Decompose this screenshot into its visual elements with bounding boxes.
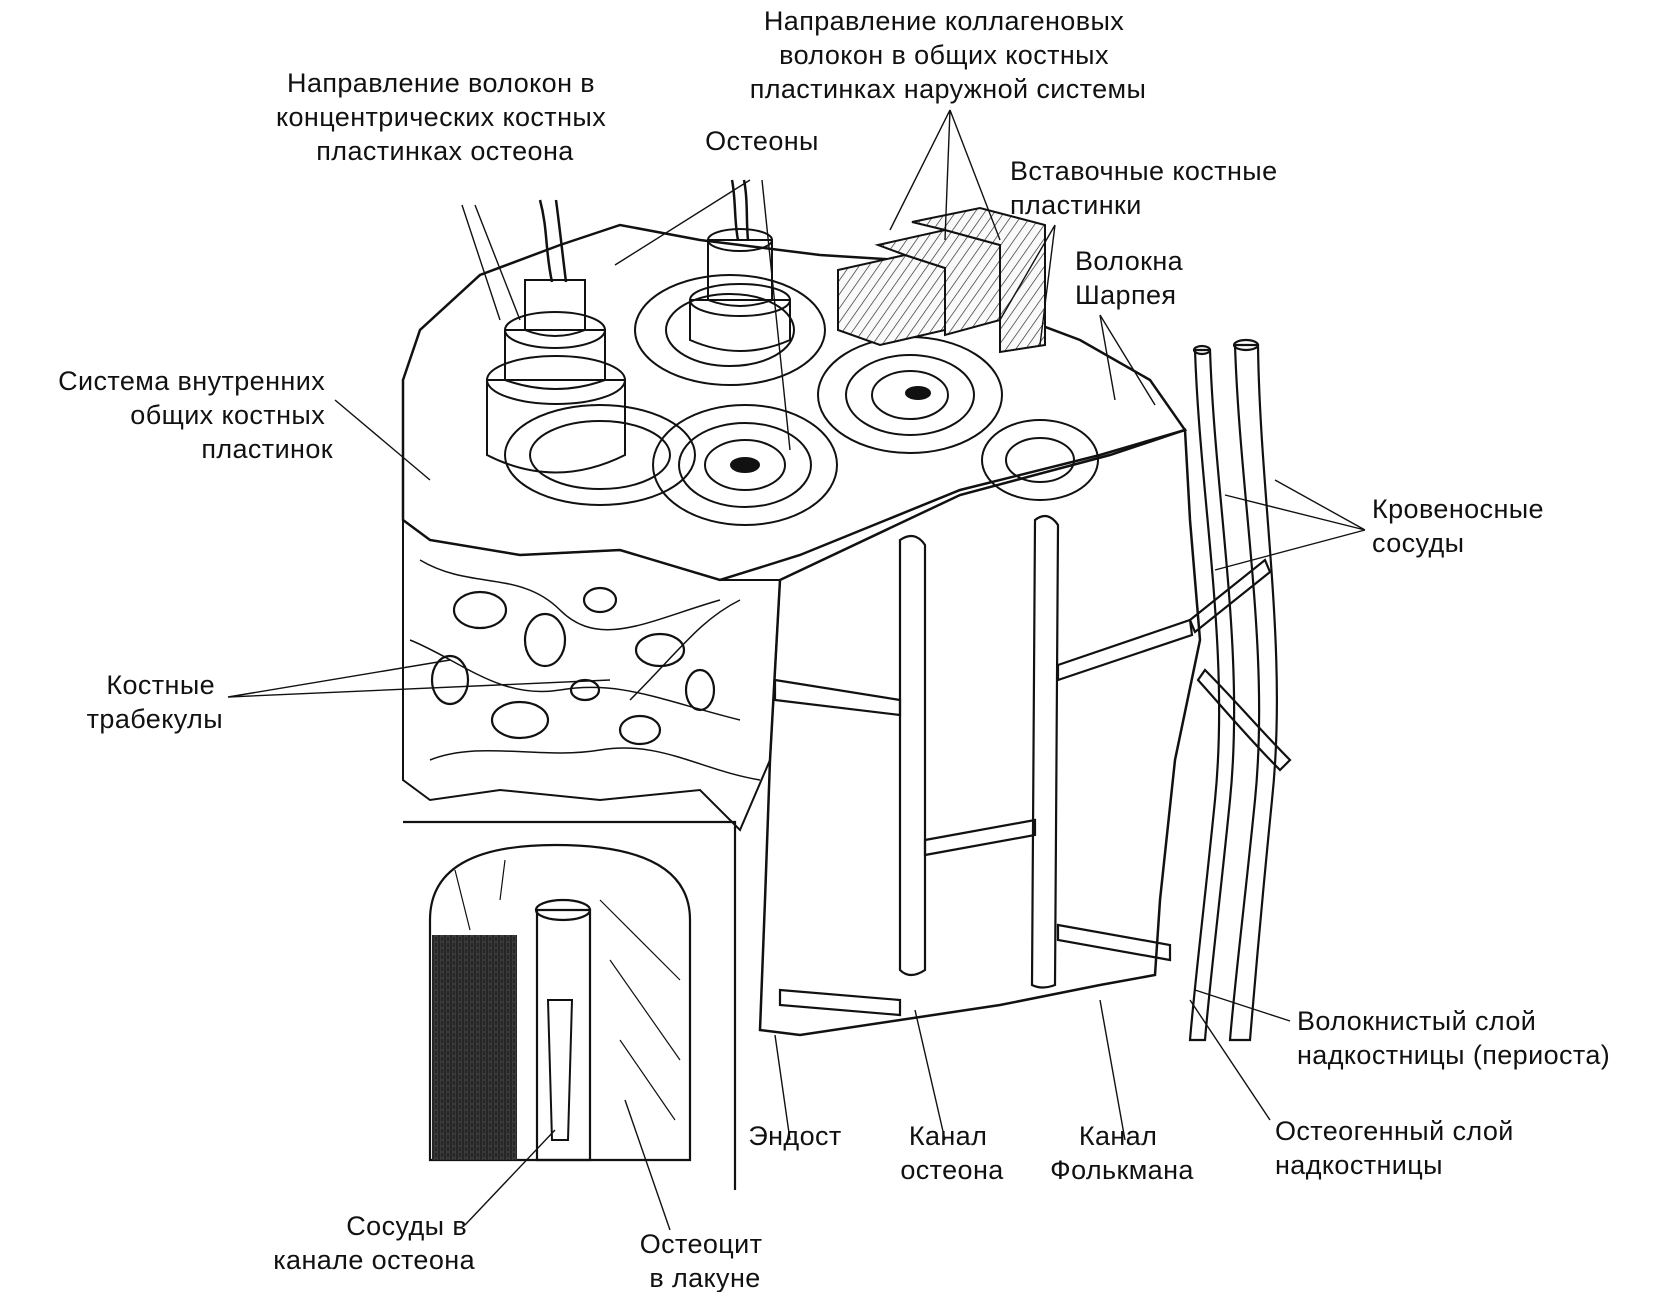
label-inner-system: Система внутренних общих костных пластин…	[58, 366, 333, 464]
spongy-bone-area	[403, 520, 780, 830]
periosteum-vessels	[1190, 340, 1290, 1040]
label-fibers-osteon: Направление волокон в концентрических ко…	[276, 68, 614, 166]
label-blood-vessels: Кровеносные сосуды	[1372, 494, 1552, 558]
osteon-cylinder-right	[690, 180, 790, 351]
label-osteon-canal: Канал остеона	[900, 1121, 1004, 1185]
osteon-cylinder-left	[487, 200, 625, 473]
label-osteogenic-layer: Остеогенный слой надкостницы	[1275, 1116, 1522, 1180]
label-collagen-outer: Направление коллагеновых волокон в общих…	[750, 6, 1147, 104]
bone-top-surface	[403, 225, 1185, 580]
bone-block	[403, 225, 1200, 1190]
labels: Направление коллагеновых волокон в общих…	[58, 6, 1610, 1292]
label-trabeculae: Костные трабекулы	[87, 670, 223, 734]
label-osteocyte: Остеоцит в лакуне	[640, 1229, 771, 1292]
label-osteons: Остеоны	[705, 126, 819, 156]
label-endosteum: Эндост	[748, 1121, 841, 1151]
trabecular-strands	[410, 560, 760, 780]
label-vessels-in-canal: Сосуды в канале остеона	[273, 1211, 475, 1275]
label-sharpey: Волокна Шарпея	[1075, 246, 1191, 310]
bone-front-face	[760, 430, 1200, 1035]
front-face-canals	[775, 516, 1192, 1015]
trabecular-holes	[432, 588, 714, 744]
label-fibrous-layer: Волокнистый слой надкостницы (периоста)	[1297, 1006, 1610, 1070]
outer-lamellae-slabs	[838, 208, 1045, 352]
inset-osteon-closeup	[430, 845, 690, 1160]
inset-dense-region	[432, 935, 517, 1160]
label-interstitial: Вставочные костные пластинки	[1010, 156, 1285, 220]
label-volkmann-canal: Канал Фолькмана	[1050, 1121, 1194, 1185]
